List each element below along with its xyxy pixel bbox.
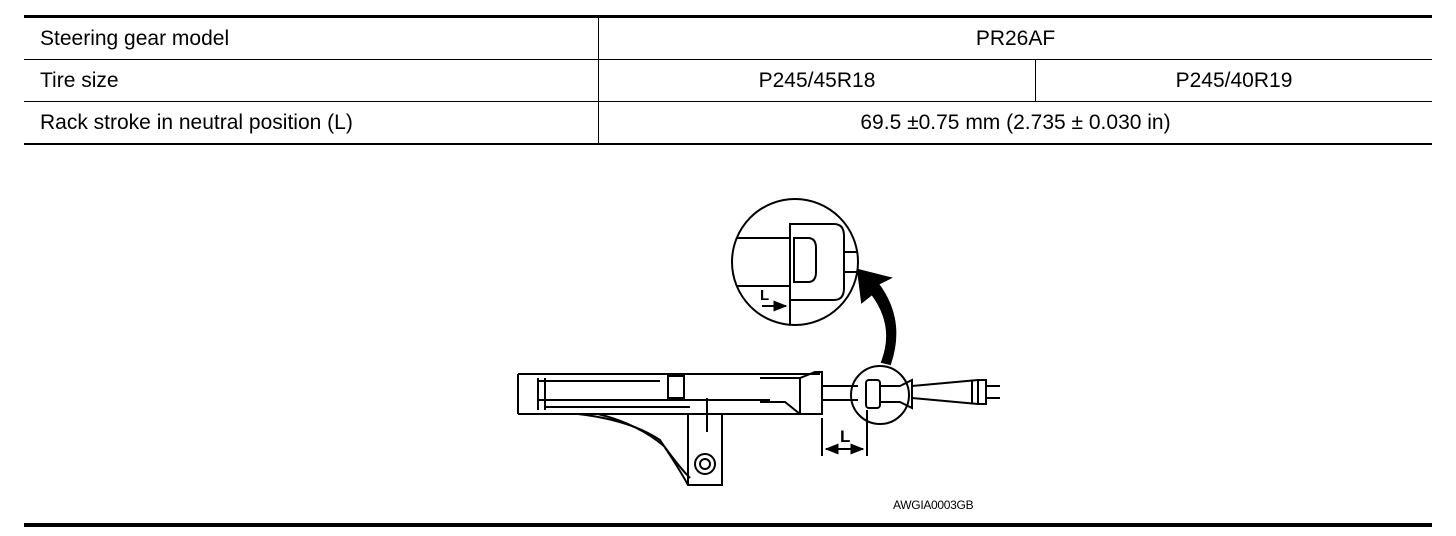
gear-housing [517, 371, 823, 415]
tire-size-value-18: P245/45R18 [598, 59, 1036, 102]
main-dimension-l [821, 410, 868, 456]
table-row-tire-size: Tire size P245/45R18 P245/40R19 [24, 59, 1432, 102]
steering-gear-illustration: L L [517, 198, 1000, 486]
gear-model-value: PR26AF [598, 15, 1432, 60]
tire-size-label: Tire size [24, 59, 599, 102]
rack-stroke-value: 69.5 ±0.75 mm (2.735 ± 0.030 in) [598, 101, 1432, 145]
rack-and-inner-joint [822, 378, 1000, 410]
spec-table: Steering gear model PR26AF Tire size P24… [24, 15, 1432, 145]
detail-pointer-arrow [856, 268, 897, 366]
inspection-circle [850, 365, 910, 425]
table-row-rack-stroke: Rack stroke in neutral position (L) 69.5… [24, 101, 1432, 145]
detail-view [732, 223, 858, 325]
tire-size-value-19: P245/40R19 [1035, 59, 1432, 102]
main-dimension-label: L [840, 427, 850, 446]
mounting-bracket [577, 398, 723, 486]
table-row-gear-model: Steering gear model PR26AF [24, 15, 1432, 60]
detail-dimension-label: L [760, 287, 769, 304]
gear-model-label: Steering gear model [24, 15, 599, 60]
bottom-rule [24, 523, 1432, 527]
rack-stroke-label: Rack stroke in neutral position (L) [24, 101, 599, 145]
figure-code: AWGIA0003GB [893, 498, 974, 512]
